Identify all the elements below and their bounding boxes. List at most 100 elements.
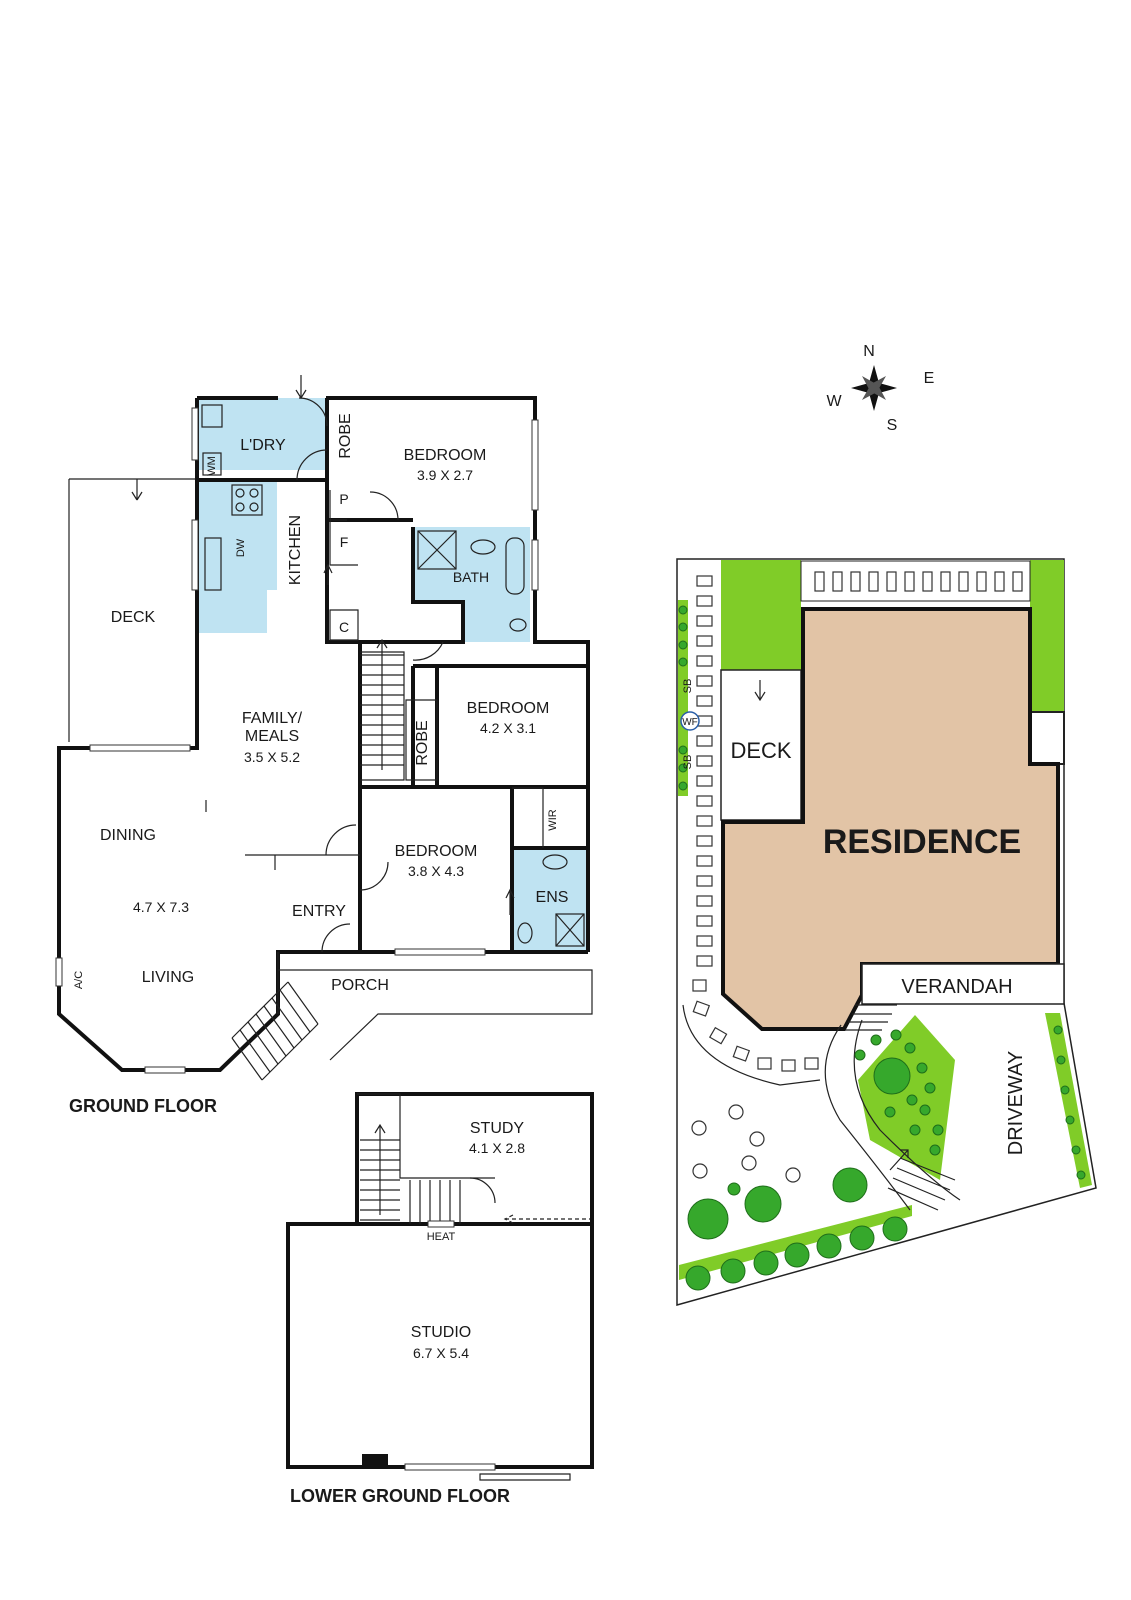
room-label-meals: MEALS [245, 728, 299, 745]
room-dim-bedroom-3: 3.8 X 4.3 [408, 863, 464, 879]
lower-ground-floor-title: LOWER GROUND FLOOR [290, 1486, 510, 1506]
window [144, 1066, 186, 1074]
toilet-icon [517, 922, 533, 944]
room-label-kitchen: KITCHEN [287, 515, 304, 585]
arrows [131, 375, 515, 915]
cooktop-icon [231, 484, 263, 516]
room-label-studio: STUDIO [411, 1324, 471, 1341]
site-plan: WF SB SB DECK RESIDENCE VERANDAH DRIVEWA… [676, 558, 1097, 1306]
ground-floor-plan: L'DRY WM ROBE BEDROOM 3.9 X 2.7 P F DW K… [55, 375, 593, 1116]
room-label-dining: DINING [100, 827, 156, 844]
site-deck [720, 669, 802, 821]
compass-east: E [924, 370, 935, 387]
verandah-steps [845, 1004, 897, 1031]
window [531, 539, 539, 591]
deck-outline [68, 478, 197, 742]
lower-ground-outer-walls [286, 1092, 594, 1469]
lower-ground-stairs [360, 1123, 461, 1224]
side-shrubs [678, 605, 688, 791]
lower-ground-floor-plan: STUDY 4.1 X 2.8 HEAT STUDIO 6.7 X 5.4 LO… [286, 1092, 594, 1506]
porch-outline [277, 952, 593, 1061]
fence-posts [814, 571, 1023, 592]
trees [685, 1025, 1086, 1291]
fridge-label: F [340, 534, 349, 550]
garden-strip [1045, 1013, 1092, 1188]
garden-strip [678, 600, 688, 796]
room-label-bath: BATH [453, 569, 489, 585]
basin-icon [470, 539, 496, 555]
window [531, 419, 539, 511]
kitchen-sink-icon [204, 537, 222, 591]
wf-label: WF [682, 717, 698, 728]
side-pavers [696, 575, 713, 967]
heater [427, 1220, 455, 1228]
ac-unit [55, 957, 63, 987]
washing-machine [202, 452, 222, 476]
lawn [1030, 560, 1064, 712]
heat-label: HEAT [427, 1231, 456, 1243]
basin-icon [542, 854, 568, 870]
ensuite-area [512, 848, 588, 952]
window [89, 744, 191, 752]
window [404, 1463, 496, 1471]
compass-west: W [826, 393, 842, 410]
residence-label: RESIDENCE [823, 823, 1021, 861]
shower-icon [555, 913, 585, 947]
room-label-bedroom-3: BEDROOM [395, 843, 478, 860]
room-label-entry: ENTRY [292, 903, 346, 920]
cupboard-label: C [339, 619, 349, 635]
window [191, 407, 199, 461]
garden-bed [858, 1015, 955, 1180]
wm-label: WM [206, 456, 218, 476]
dishwasher-label: DW [235, 538, 247, 557]
room-label-deck: DECK [111, 609, 156, 626]
verandah [861, 963, 1065, 1005]
room-label-robe-top: ROBE [337, 413, 354, 458]
deck-arrow [754, 680, 766, 702]
water-feature-icon [680, 711, 700, 731]
door-swing [469, 1177, 496, 1204]
room-dim-bedroom-2: 4.2 X 3.1 [480, 720, 536, 736]
compass-south: S [887, 417, 898, 434]
study-stair-wall [357, 1093, 495, 1179]
ground-floor-partitions [205, 800, 360, 870]
room-label-bedroom-2: BEDROOM [467, 700, 550, 717]
room-label-living: LIVING [142, 969, 194, 986]
entry-arrow [503, 1214, 590, 1224]
ground-floor-outer-walls [57, 396, 590, 1072]
laundry-area [197, 398, 327, 470]
sb-label-bottom: SB [682, 755, 694, 770]
window [394, 948, 486, 956]
window [191, 519, 199, 591]
wir-label: WIR [547, 809, 559, 830]
room-label-porch: PORCH [331, 977, 389, 994]
pantry-label: P [339, 491, 348, 507]
fireplace [362, 1454, 388, 1468]
driveway-curve [824, 1019, 961, 1211]
sink-icon [201, 404, 223, 428]
room-dim-bedroom-1: 3.9 X 2.7 [417, 467, 473, 483]
driveway-label: DRIVEWAY [1005, 1051, 1027, 1155]
bath-area [413, 527, 530, 602]
room-dim-family: 3.5 X 5.2 [244, 749, 300, 765]
porch-stairs [231, 981, 319, 1081]
room-label-family: FAMILY/ [242, 710, 303, 727]
room-label-laundry: L'DRY [240, 437, 286, 454]
kitchen-bench-area [197, 480, 277, 633]
room-dim-living: 4.7 X 7.3 [133, 899, 189, 915]
shrubs [691, 1104, 801, 1183]
bathtub-icon [505, 537, 525, 595]
lawn [721, 560, 801, 670]
ground-floor-stairs [360, 638, 404, 770]
sb-label-top: SB [682, 679, 694, 694]
compass-north: N [863, 343, 875, 360]
ac-label: A/C [73, 971, 85, 989]
verandah-label: VERANDAH [901, 976, 1012, 998]
driveway-steps [887, 1157, 956, 1211]
room-dim-study: 4.1 X 2.8 [469, 1140, 525, 1156]
shower-icon [417, 530, 457, 570]
room-label-study: STUDY [470, 1120, 525, 1137]
garden-shed [1029, 711, 1065, 765]
room-label-ensuite: ENS [536, 889, 569, 906]
